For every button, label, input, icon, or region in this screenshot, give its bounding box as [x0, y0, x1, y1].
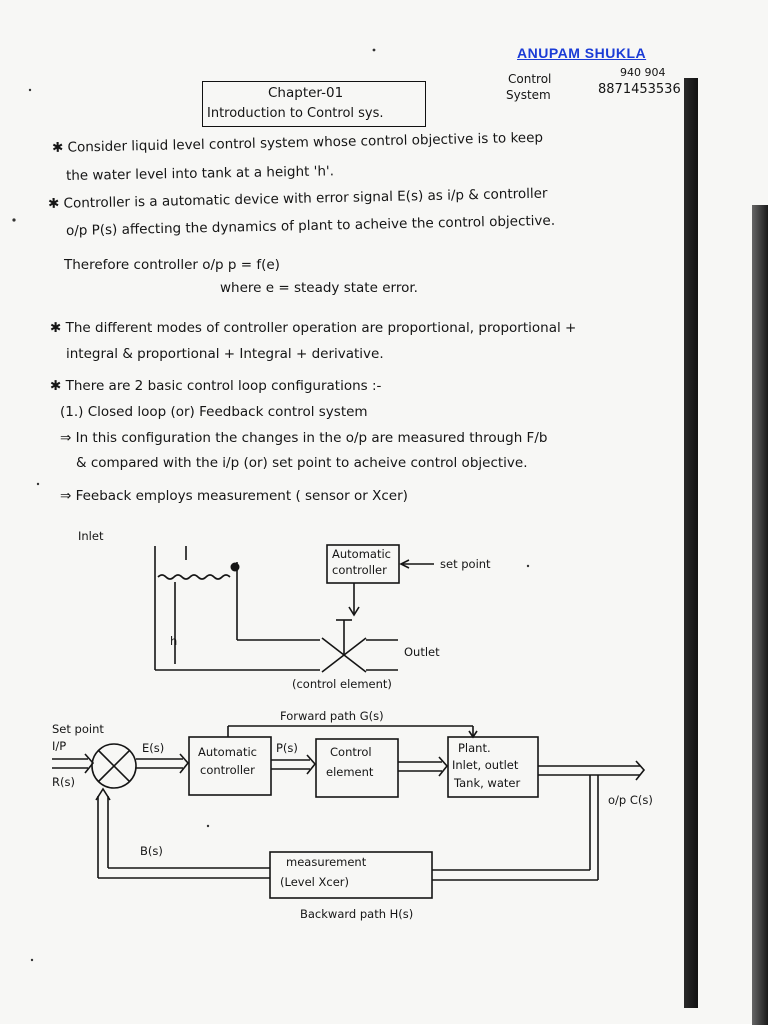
- speck: [12, 218, 16, 222]
- phone-number: 8871453536: [598, 82, 681, 97]
- automatic-controller-box: [326, 544, 400, 584]
- plant-block-label-3: Tank, water: [453, 776, 520, 790]
- speck: [28, 88, 32, 92]
- output-arrow-head: [635, 760, 646, 781]
- error-arrow-head: [179, 753, 190, 774]
- speck: [526, 564, 530, 568]
- tank-control-element-label: (control element): [292, 677, 392, 691]
- forward-path-arrow: [468, 730, 478, 739]
- phone-top: 940 904: [620, 66, 666, 79]
- tank-setpoint-label: set point: [440, 557, 491, 571]
- controller-block-label-2: controller: [200, 763, 255, 777]
- note-2-line-4: where e = steady state error.: [220, 280, 418, 296]
- plant-block-label-1: Plant.: [458, 741, 491, 755]
- controller-block-label-1: Automatic: [198, 745, 257, 759]
- note-4-line-2: (1.) Closed loop (or) Feedback control s…: [60, 404, 368, 420]
- note-4-line-1: ✱ There are 2 basic control loop configu…: [50, 378, 382, 394]
- note-4-line-3: ⇒ In this configuration the changes in t…: [60, 430, 548, 446]
- subject-label-2: System: [506, 88, 551, 102]
- note-2-line-3: Therefore controller o/p p = f(e): [64, 257, 280, 273]
- junction-cross-2: [97, 749, 131, 783]
- backward-path-label: Backward path H(s): [300, 907, 413, 921]
- element-block-label-2: element: [326, 765, 374, 779]
- e-s-label: E(s): [142, 741, 164, 755]
- p-s-label: P(s): [276, 741, 298, 755]
- r-s-label: R(s): [52, 775, 75, 789]
- chapter-box: [202, 81, 426, 127]
- forward-path-label: Forward path G(s): [280, 709, 384, 723]
- setpoint-arrow-head: [399, 559, 410, 569]
- speck: [372, 48, 376, 52]
- page-shadow: [684, 78, 698, 1008]
- b-s-label: B(s): [140, 844, 163, 858]
- measurement-block-label-1: measurement: [286, 855, 367, 869]
- control-element-block: [315, 738, 399, 798]
- tank-inlet-label: Inlet: [78, 529, 104, 543]
- controller-arrow-head: [348, 606, 360, 617]
- tank-controller-label-2: controller: [332, 563, 387, 577]
- tank-outlet-label: Outlet: [404, 645, 440, 659]
- feedback-arrow-head: [95, 787, 111, 801]
- measurement-block-label-2: (Level Xcer): [280, 875, 349, 889]
- note-4-line-5: ⇒ Feeback employs measurement ( sensor o…: [60, 488, 408, 504]
- input-arrow-head: [84, 753, 95, 774]
- block-diagram: [52, 725, 646, 899]
- float-ball: [230, 562, 240, 572]
- tank-controller-label-1: Automatic: [332, 547, 391, 561]
- page-edge: [752, 205, 768, 1025]
- setpoint-label: Set point: [52, 722, 104, 736]
- measurement-block: [269, 851, 433, 899]
- note-4-line-4: & compared with the i/p (or) set point t…: [76, 455, 528, 471]
- speck: [36, 482, 40, 486]
- ce-arrow-head: [438, 756, 449, 777]
- plant-block-label-2: Inlet, outlet: [452, 758, 519, 772]
- chapter-subtitle: Introduction to Control sys.: [207, 106, 384, 121]
- speck: [206, 824, 210, 828]
- speck: [30, 958, 34, 962]
- chapter-title: Chapter-01: [268, 85, 344, 101]
- plant-block: [447, 736, 539, 798]
- p-arrow-head: [306, 754, 317, 775]
- note-3-line-1: ✱ The different modes of controller oper…: [50, 320, 577, 336]
- tank-diagram: [154, 544, 434, 673]
- output-label: o/p C(s): [608, 793, 653, 807]
- author-name: ANUPAM SHUKLA: [517, 45, 647, 61]
- water-surface: [157, 574, 231, 580]
- summing-junction: [91, 743, 137, 789]
- element-block-label-1: Control: [330, 745, 372, 759]
- scan-specks: [12, 48, 530, 962]
- tank-height-label: h: [170, 634, 177, 648]
- automatic-controller-block: [188, 736, 272, 796]
- input-label: I/P: [52, 739, 66, 753]
- note-3-line-2: integral & proportional + Integral + der…: [66, 346, 384, 362]
- subject-label: Control: [508, 72, 552, 86]
